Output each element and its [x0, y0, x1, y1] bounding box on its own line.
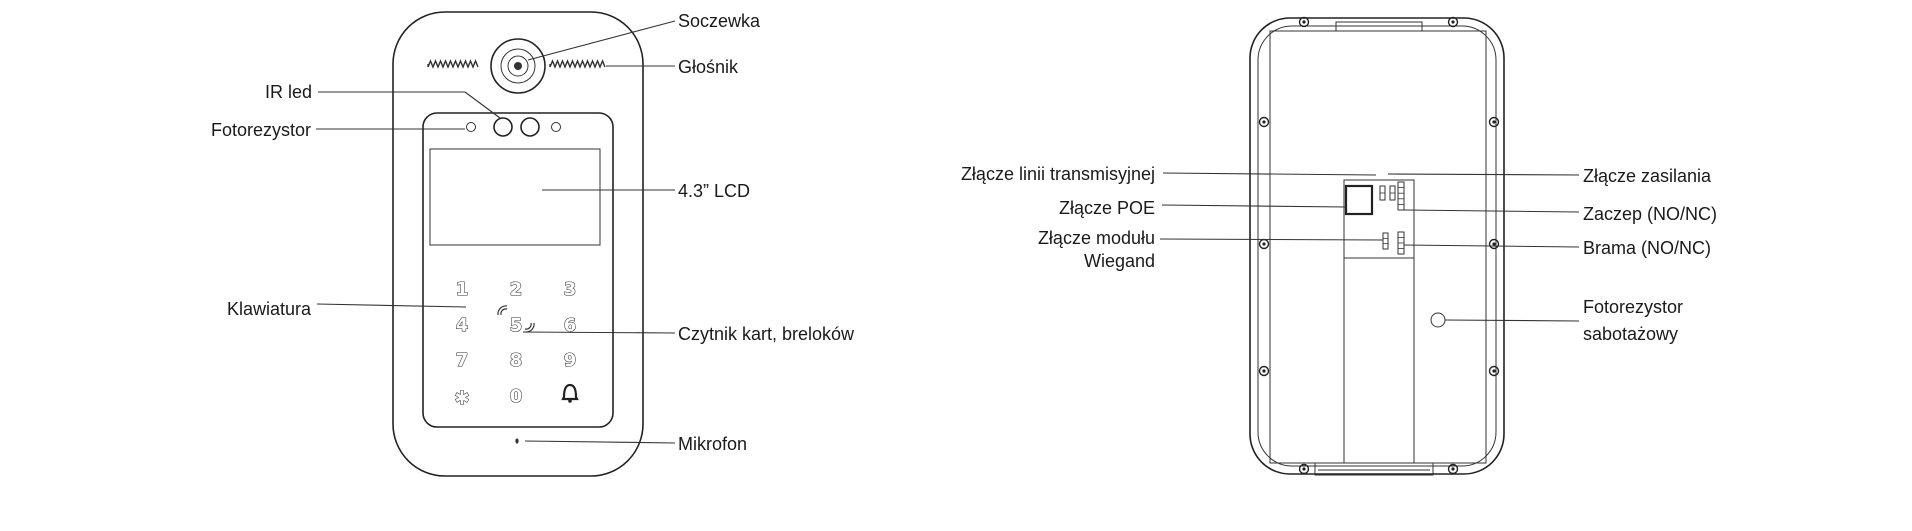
lcd-screen [429, 148, 601, 246]
screw-icon [1298, 16, 1310, 28]
screw-icon [1488, 116, 1500, 128]
screw-icon [1298, 463, 1310, 475]
speaker-grille-left [427, 59, 479, 69]
label-wiegand-1: Złącze modułu [1038, 228, 1155, 248]
key-star[interactable]: ✱ [454, 387, 470, 409]
screw-icon [1447, 16, 1459, 28]
leader-line [1444, 319, 1580, 322]
keypad: 1 2 3 4 5 6 7 8 9 ✱ 0 [454, 278, 579, 410]
leader-line [524, 440, 676, 444]
photoresistor-right-icon [551, 122, 561, 132]
label-wiegand-2: Wiegand [1084, 251, 1155, 271]
label-ir-led: IR led [265, 82, 312, 102]
leader-line [316, 303, 467, 308]
leader-line [522, 331, 676, 334]
leader-line [1162, 172, 1377, 176]
label-gate: Brama (NO/NC) [1583, 238, 1711, 258]
screw-icon [1488, 365, 1500, 377]
label-poe: Złącze POE [1059, 198, 1155, 218]
label-photoresistor: Fotorezystor [211, 120, 311, 140]
screw-icon [1258, 116, 1270, 128]
screws [1258, 16, 1500, 475]
microphone-icon [515, 438, 519, 444]
label-lens: Soczewka [678, 11, 761, 31]
key-3[interactable]: 3 [563, 278, 577, 300]
leader-line [1161, 204, 1347, 208]
key-5[interactable]: 5 [509, 314, 523, 336]
label-tamper-1: Fotorezystor [1583, 297, 1683, 317]
screw-icon [1488, 238, 1500, 250]
transmission-terminal-icon [1379, 185, 1386, 201]
label-card-reader: Czytnik kart, breloków [678, 324, 855, 344]
leader-line [527, 20, 676, 61]
label-keypad: Klawiatura [227, 299, 312, 319]
key-4[interactable]: 4 [455, 314, 469, 336]
front-housing [392, 11, 644, 477]
power-lock-terminal-icon [1397, 181, 1405, 211]
front-view: 1 2 3 4 5 6 7 8 9 ✱ 0 Soczewka Głośnik IR led Foto… [211, 11, 855, 477]
key-0[interactable]: 0 [509, 385, 523, 407]
label-microphone: Mikrofon [678, 434, 747, 454]
key-6[interactable]: 6 [563, 314, 577, 336]
tamper-photoresistor-icon [1430, 312, 1446, 328]
key-7[interactable]: 7 [455, 349, 469, 371]
lens-icon [490, 38, 546, 94]
label-lock: Zaczep (NO/NC) [1583, 204, 1717, 224]
front-panel [422, 112, 614, 428]
key-8[interactable]: 8 [509, 349, 523, 371]
photoresistor-left-icon [466, 122, 476, 132]
screw-icon [1258, 365, 1270, 377]
top-tab [1335, 21, 1423, 32]
back-view: Złącze linii transmisyjnej Złącze POE Zł… [961, 16, 1717, 476]
label-lcd: 4.3” LCD [678, 181, 750, 201]
screw-icon [1447, 463, 1459, 475]
back-plate [1269, 30, 1487, 464]
key-2[interactable]: 2 [509, 278, 523, 300]
ir-led-right-icon [520, 117, 540, 137]
key-1[interactable]: 1 [455, 278, 469, 300]
terminal-blocks [1379, 181, 1405, 255]
label-speaker: Głośnik [678, 57, 739, 77]
label-transmission: Złącze linii transmisyjnej [961, 164, 1155, 184]
bell-key-icon[interactable] [561, 383, 579, 403]
leader-line [1159, 238, 1384, 241]
leader-line [464, 91, 501, 119]
power-terminal-left-icon [1389, 185, 1396, 201]
leader-line [1403, 209, 1580, 213]
screw-icon [1258, 238, 1270, 250]
poe-port-icon [1344, 184, 1374, 216]
ir-led-left-icon [493, 117, 513, 137]
gate-terminal-icon [1397, 231, 1405, 255]
wiegand-terminal-icon [1382, 232, 1389, 250]
label-tamper-2: sabotażowy [1583, 324, 1678, 344]
label-power: Złącze zasilania [1583, 166, 1712, 186]
bottom-tab [1314, 462, 1434, 476]
key-9[interactable]: 9 [563, 349, 577, 371]
leader-line [1403, 244, 1580, 248]
speaker-grille-right [549, 59, 606, 69]
leader-line [1387, 173, 1580, 176]
connector-module [1343, 179, 1415, 259]
